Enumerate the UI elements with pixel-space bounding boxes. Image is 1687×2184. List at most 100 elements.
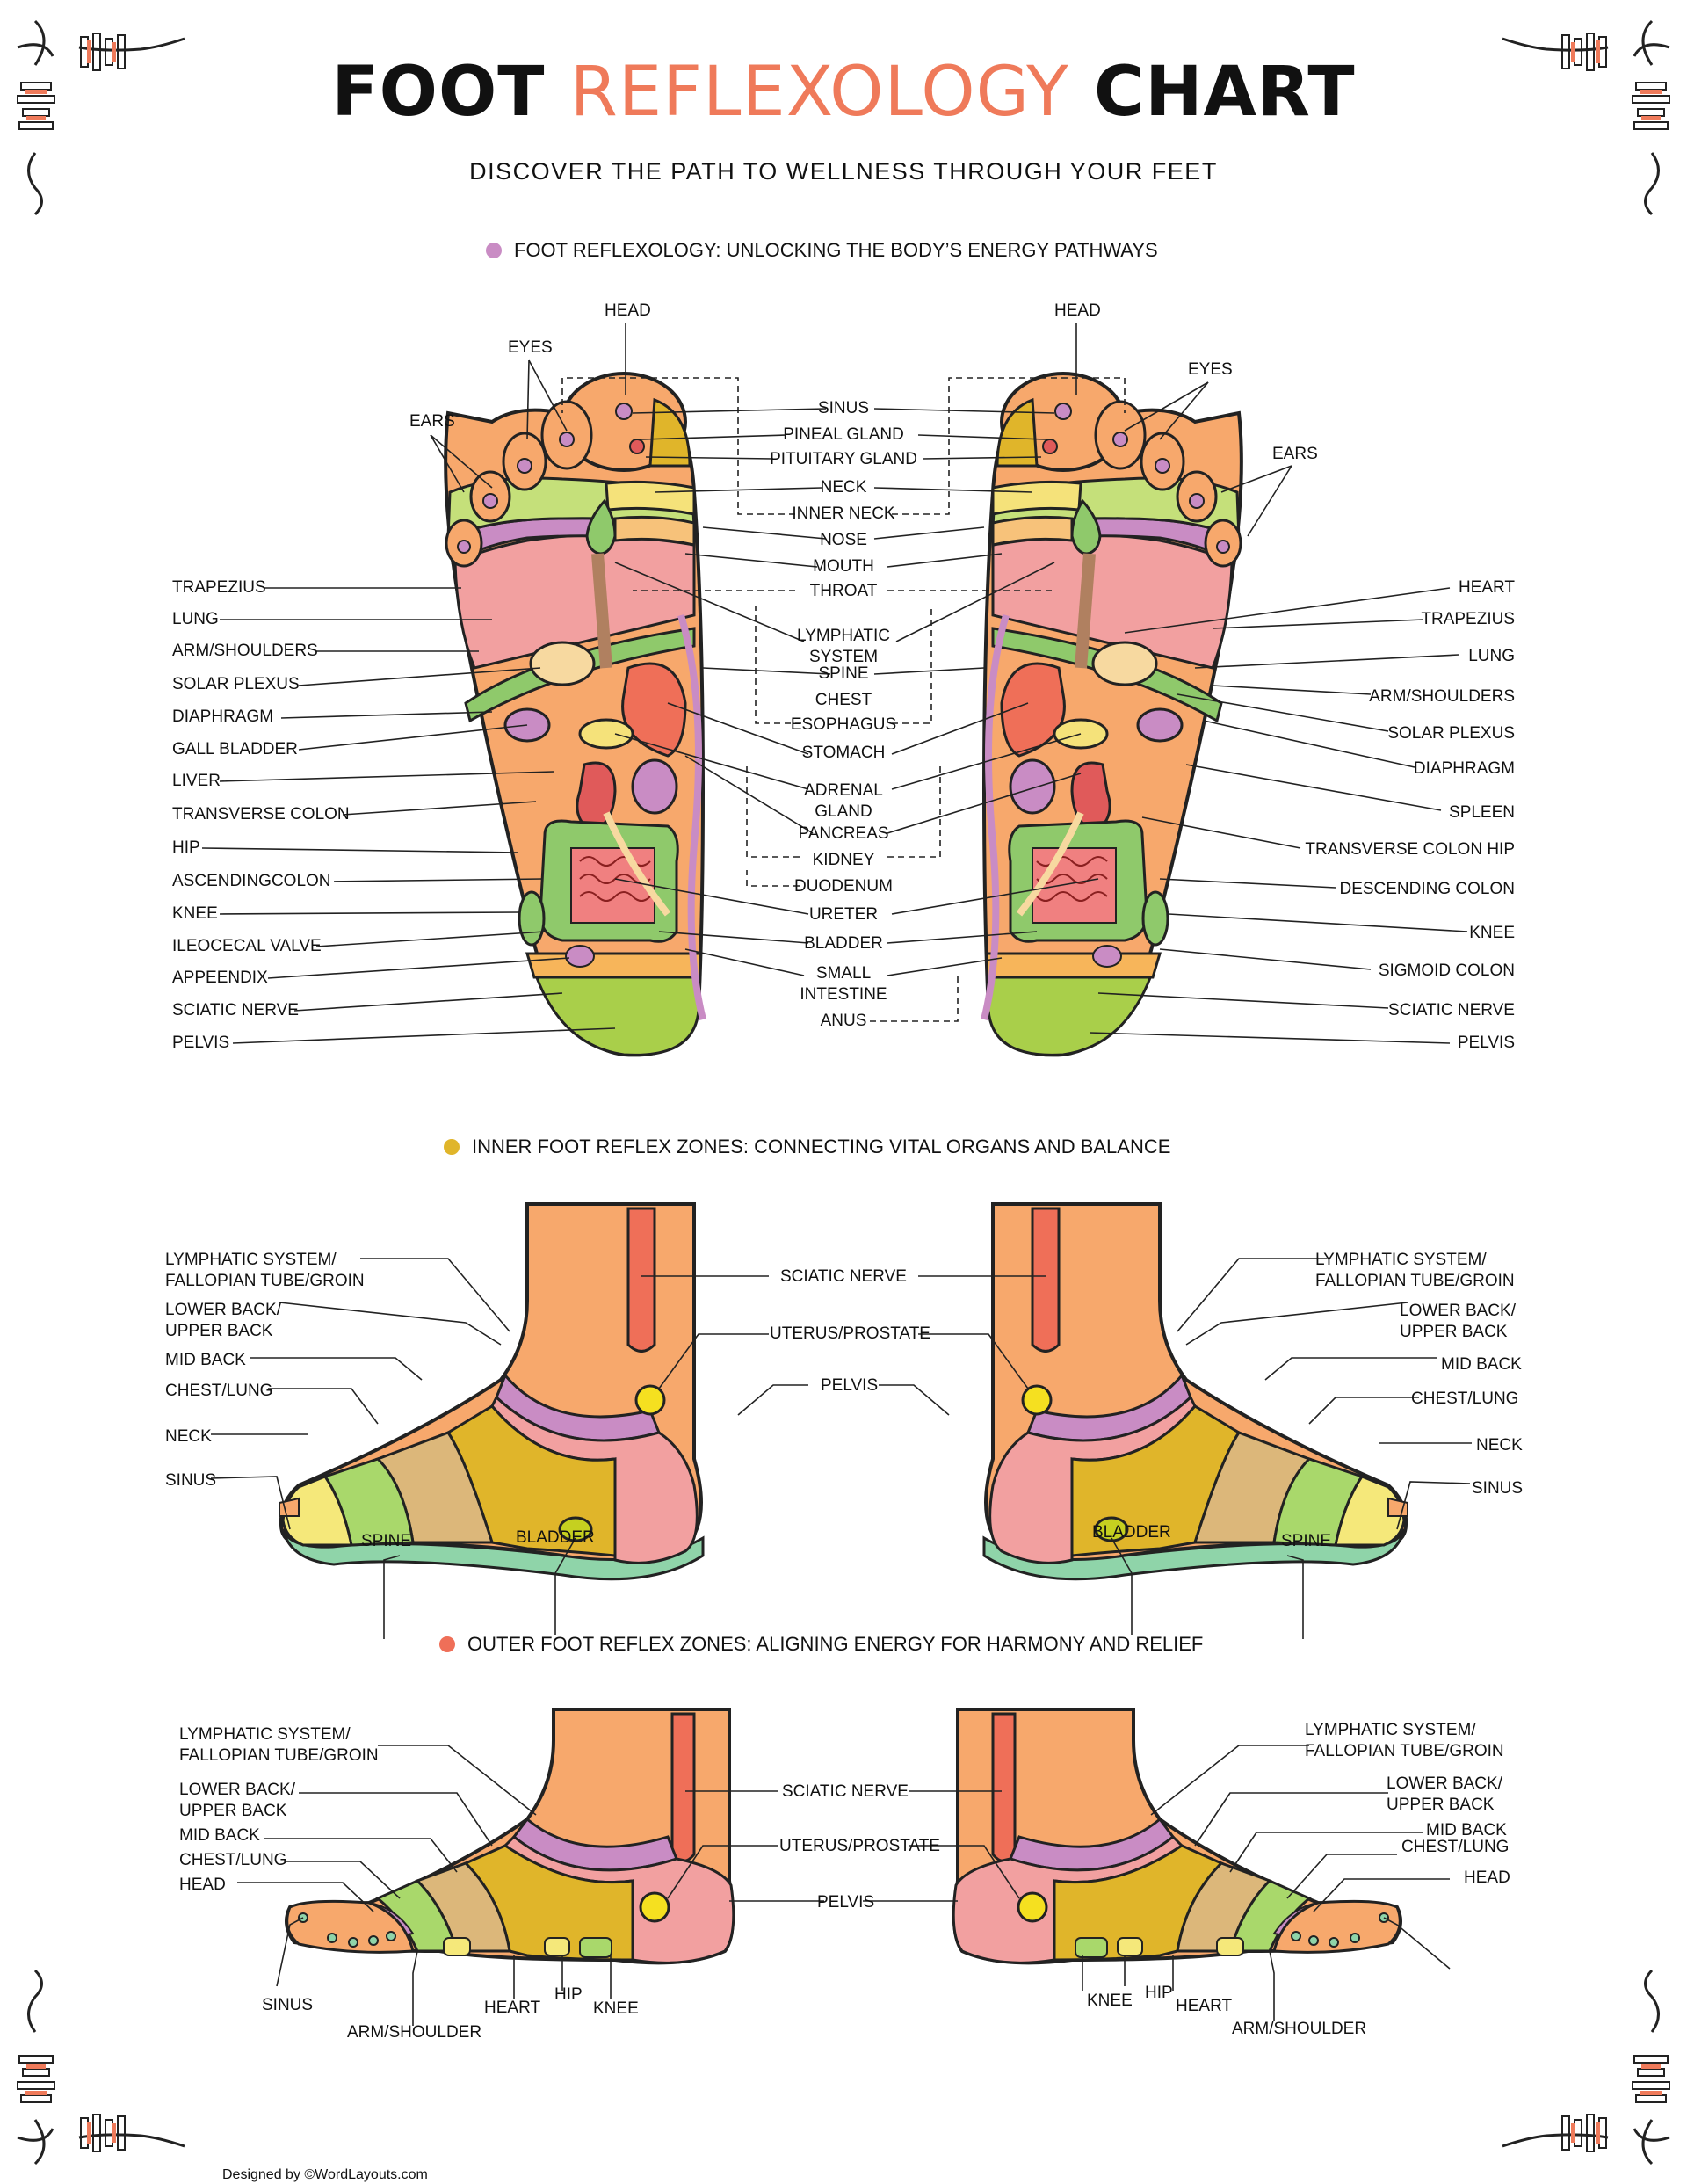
inner-label-left-sinus: SINUS — [165, 1471, 217, 1490]
title-part-reflexology: REFLEXOLOGY — [569, 53, 1069, 132]
label-head-left: HEAD — [605, 301, 651, 320]
outer-label-left-head: HEAD — [179, 1876, 226, 1894]
sole-center-label: INNER NECK — [792, 504, 895, 523]
footer-credit: Designed by ©WordLayouts.com — [222, 2167, 428, 2182]
sole-right-label: SCIATIC NERVE — [1388, 1001, 1515, 1019]
outer-label-right-hip: HIP — [1145, 1984, 1173, 2002]
sole-right-label: PELVIS — [1457, 1034, 1515, 1052]
sole-right-label: ARM/SHOULDERS — [1369, 687, 1515, 706]
sole-left-label: GALL BLADDER — [172, 740, 298, 758]
sole-left-label: ARM/SHOULDERS — [172, 642, 318, 660]
sole-left-label: ASCENDINGCOLON — [172, 872, 331, 890]
outer-label-left-lymph: LYMPHATIC SYSTEM/ FALLOPIAN TUBE/GROIN — [179, 1725, 379, 1766]
outer-label-right-mid: MID BACK — [1426, 1821, 1507, 1839]
inner-label-left-back: LOWER BACK/ UPPER BACK — [165, 1301, 281, 1341]
inner-leader-lines — [210, 1258, 1472, 1639]
outer-label-left-back: LOWER BACK/ UPPER BACK — [179, 1781, 295, 1821]
inner-label-right-neck: NECK — [1476, 1436, 1523, 1455]
sole-right-label: DESCENDING COLON — [1339, 880, 1515, 898]
inner-label-center-pelvis: PELVIS — [821, 1376, 879, 1395]
sole-left-label: DIAPHRAGM — [172, 707, 274, 726]
outer-label-center-uterus: UTERUS/PROSTATE — [779, 1837, 940, 1855]
outer-label-center-sciatic: SCIATIC NERVE — [782, 1782, 909, 1801]
sole-center-label: CHEST — [815, 691, 872, 709]
sole-center-label: URETER — [808, 905, 879, 924]
sole-right-label: SOLAR PLEXUS — [1387, 724, 1515, 743]
label-eyes-right: EYES — [1188, 360, 1233, 379]
sole-right-label: LUNG — [1468, 647, 1515, 665]
label-eyes-left: EYES — [508, 338, 553, 357]
section-heading-soles: FOOT REFLEXOLOGY: UNLOCKING THE BODY’S E… — [486, 239, 1158, 262]
sole-center-label: ANUS — [820, 1012, 867, 1030]
sole-left-label: SOLAR PLEXUS — [172, 675, 300, 693]
section-dot-purple — [486, 243, 502, 258]
sole-right-label: KNEE — [1469, 924, 1515, 942]
sole-left-label: HIP — [172, 838, 200, 857]
corner-ornament-top-left — [17, 19, 185, 216]
sole-center-label: KIDNEY — [812, 851, 875, 869]
inner-label-right-spine: SPINE — [1281, 1532, 1332, 1550]
soles-top-leaders — [430, 323, 1292, 537]
sole-center-label: STOMACH — [801, 744, 886, 762]
inner-label-left-bladder: BLADDER — [516, 1528, 595, 1547]
inner-label-left-spine: SPINE — [361, 1532, 412, 1550]
title-part-chart: CHART — [1093, 53, 1356, 132]
sole-center-label: PINEAL GLAND — [783, 425, 904, 444]
sole-right-label: SPLEEN — [1449, 803, 1515, 822]
outer-foot-diagram — [237, 1708, 1451, 2026]
sole-left-label: LUNG — [172, 610, 219, 628]
sole-right-label: SIGMOID COLON — [1378, 961, 1515, 980]
sole-center-label: PITUITARY GLAND — [770, 450, 917, 468]
sole-center-label: ESOPHAGUS — [790, 715, 897, 734]
sole-right-label: HEART — [1458, 578, 1515, 597]
inner-label-right-back: LOWER BACK/ UPPER BACK — [1400, 1302, 1516, 1342]
section-heading-inner-text: INNER FOOT REFLEX ZONES: CONNECTING VITA… — [472, 1136, 1171, 1157]
soles-dashed-leaders — [561, 377, 1126, 1022]
sole-left-label: ILEOCECAL VALVE — [172, 937, 322, 955]
outer-label-right-head: HEAD — [1464, 1868, 1510, 1887]
outer-label-left-arm: ARM/SHOULDER — [347, 2023, 482, 2042]
sole-center-label: PANCREAS — [798, 824, 889, 843]
corner-ornament-bottom-right — [1502, 1969, 1670, 2166]
inner-label-right-lymph: LYMPHATIC SYSTEM/ FALLOPIAN TUBE/GROIN — [1315, 1251, 1515, 1291]
sole-left-label: LIVER — [172, 772, 221, 790]
outer-label-left-knee: KNEE — [593, 1999, 639, 2018]
outer-label-right-back: LOWER BACK/ UPPER BACK — [1387, 1774, 1502, 1815]
section-heading-outer: OUTER FOOT REFLEX ZONES: ALIGNING ENERGY… — [439, 1633, 1203, 1656]
inner-label-left-neck: NECK — [165, 1427, 212, 1446]
section-dot-gold — [444, 1139, 460, 1155]
inner-label-right-mid: MID BACK — [1441, 1355, 1522, 1374]
outer-label-left-chest: CHEST/LUNG — [179, 1851, 287, 1869]
outer-label-left-mid: MID BACK — [179, 1826, 260, 1845]
section-dot-coral — [439, 1636, 455, 1652]
inner-label-left-chest: CHEST/LUNG — [165, 1382, 273, 1400]
corner-ornament-top-right — [1502, 19, 1670, 216]
sole-center-label: BLADDER — [804, 934, 883, 953]
sole-right-label: TRAPEZIUS — [1421, 610, 1515, 628]
left-sole — [445, 374, 703, 1055]
label-head-right: HEAD — [1054, 301, 1101, 320]
title-part-foot: FOOT — [331, 53, 546, 132]
inner-label-right-sinus: SINUS — [1472, 1479, 1524, 1498]
inner-label-left-mid: MID BACK — [165, 1351, 246, 1369]
soles-leader-lines — [201, 408, 1468, 1044]
outer-label-right-heart: HEART — [1176, 1997, 1233, 2015]
sole-left-label: SCIATIC NERVE — [172, 1001, 299, 1019]
outer-label-left-hip: HIP — [554, 1985, 583, 2004]
outer-label-center-pelvis: PELVIS — [817, 1893, 875, 1912]
sole-center-label: SINUS — [817, 399, 870, 417]
outer-label-right-lymph: LYMPHATIC SYSTEM/ FALLOPIAN TUBE/GROIN — [1305, 1721, 1504, 1761]
outer-label-right-arm: ARM/SHOULDER — [1232, 2020, 1367, 2038]
sole-right-label: TRANSVERSE COLON HIP — [1305, 840, 1515, 859]
section-heading-outer-text: OUTER FOOT REFLEX ZONES: ALIGNING ENERGY… — [467, 1633, 1204, 1655]
soles-diagram — [201, 323, 1468, 1116]
sole-center-label: NOSE — [820, 531, 867, 549]
sole-center-label: DUODENUM — [794, 877, 893, 896]
sole-right-label: DIAPHRAGM — [1413, 759, 1515, 778]
inner-label-center-sciatic: SCIATIC NERVE — [780, 1267, 907, 1286]
page-subtitle: DISCOVER THE PATH TO WELLNESS THROUGH YO… — [469, 158, 1218, 185]
outer-label-left-heart: HEART — [484, 1999, 541, 2017]
sole-left-label: PELVIS — [172, 1034, 230, 1052]
sole-center-label: NECK — [820, 478, 867, 497]
